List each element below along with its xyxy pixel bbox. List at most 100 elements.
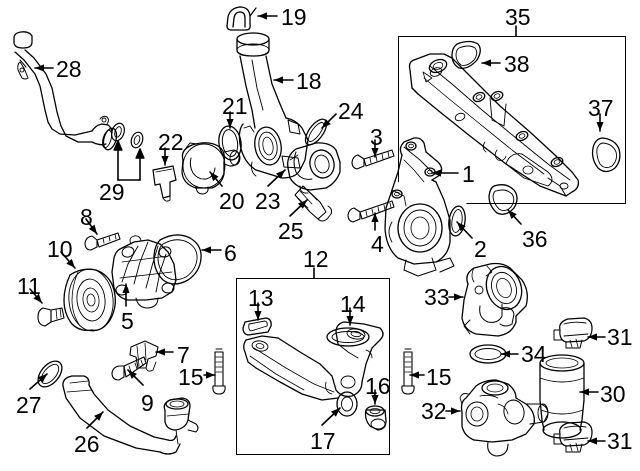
part-18-coolant-filler-neck (236, 32, 309, 179)
group-box-12 (236, 278, 390, 455)
part-29-o-ring-pair (111, 122, 144, 149)
arrowhead-14 (346, 316, 354, 325)
arrowhead-5 (122, 284, 130, 293)
callout-28: 28 (56, 56, 82, 82)
arrowhead-18 (274, 76, 283, 84)
part-10-water-pump-pulley (63, 268, 116, 332)
arrowhead-1 (432, 169, 441, 177)
arrowhead-6 (202, 246, 211, 254)
part-26-coolant-hose-lower (62, 375, 199, 455)
arrowhead-19 (258, 12, 267, 20)
arrowhead-8 (88, 224, 97, 234)
arrowhead-30 (580, 388, 589, 396)
arrowhead-24 (322, 119, 331, 128)
arrowhead-4 (371, 213, 379, 222)
part-28-coolant-tube-upper (13, 31, 118, 151)
callout-31-lower: 31 (607, 428, 633, 454)
callout-26: 26 (74, 431, 100, 457)
callout-18: 18 (296, 68, 322, 94)
callout-35: 35 (505, 4, 531, 30)
part-36-manifold-gasket (488, 184, 518, 215)
arrowhead-25 (297, 200, 307, 209)
callout-14: 14 (340, 291, 366, 317)
callout-32: 32 (421, 398, 447, 424)
arrowhead-2 (457, 222, 466, 232)
arrowhead-17 (330, 408, 340, 417)
callout-19: 19 (281, 4, 307, 30)
callout-13: 13 (248, 285, 274, 311)
callout-16: 16 (365, 373, 391, 399)
callout-4: 4 (371, 231, 384, 257)
callout-38: 38 (504, 51, 530, 77)
callout-8: 8 (80, 204, 93, 230)
part-9-hex-flange-bolt (111, 356, 147, 381)
callout-1: 1 (462, 161, 475, 187)
part-31-hose-clamp-upper (553, 317, 593, 349)
arrowhead-15b (410, 371, 419, 379)
callout-7: 7 (177, 342, 190, 368)
part-24-gasket-oval (304, 118, 328, 146)
callout-12: 12 (303, 246, 329, 272)
part-1-water-pump-housing (384, 137, 455, 277)
callout-23: 23 (255, 188, 281, 214)
part-17-o-ring-small (336, 391, 358, 417)
arrowhead-3 (371, 148, 379, 157)
arrowhead-33 (454, 293, 463, 301)
callout-37: 37 (588, 95, 614, 121)
arrowhead-10 (66, 258, 75, 268)
callout-11: 11 (17, 273, 41, 299)
callout-17: 17 (310, 428, 336, 454)
arrowhead-15 (206, 371, 215, 379)
part-15-long-through-bolt-right (401, 348, 415, 395)
part-19-retaining-clip (226, 6, 257, 31)
part-6-pump-gasket-ring (153, 234, 202, 285)
callout-15-right: 15 (426, 364, 452, 390)
part-12-inlet-bracket-group (242, 317, 387, 431)
arrowhead-28 (35, 64, 44, 72)
arrowhead-23 (275, 170, 285, 179)
arrowhead-13 (254, 311, 262, 320)
callout-24: 24 (338, 98, 364, 124)
callout-36: 36 (522, 226, 548, 252)
arrowhead-11 (33, 293, 42, 303)
leader-lines (29, 12, 606, 445)
callout-30: 30 (600, 381, 626, 407)
callout-29: 29 (99, 179, 125, 205)
part-21-o-ring-large (218, 125, 242, 161)
part-11-pulley-bolt (37, 307, 65, 327)
group-box-35 (398, 36, 626, 204)
callout-9: 9 (141, 390, 154, 416)
arrowhead-34 (501, 350, 510, 358)
part-20-thermostat-cover (181, 142, 241, 195)
callout-6: 6 (224, 240, 237, 266)
callout-15-left: 15 (178, 364, 204, 390)
arrowhead-22 (161, 156, 169, 165)
part-32-thermostat-housing-lower (459, 379, 549, 457)
part-37-manifold-gasket-right (591, 137, 621, 173)
callout-2: 2 (474, 236, 487, 262)
leader-29 (113, 140, 145, 181)
part-27-hose-seal-cap (37, 360, 63, 388)
part-22-bracket-tab (152, 165, 177, 202)
part-2-o-ring-seal (448, 205, 466, 237)
callout-5: 5 (121, 308, 134, 334)
callout-34: 34 (521, 341, 547, 367)
callout-33: 33 (424, 284, 450, 310)
callout-21: 21 (222, 93, 248, 119)
callout-27: 27 (16, 392, 42, 418)
part-13-bracket-seal-small (242, 317, 272, 336)
part-7-mounting-clip (129, 340, 159, 372)
arrowhead-32 (451, 407, 460, 415)
arrowhead-27 (37, 374, 47, 383)
callout-31-upper: 31 (607, 324, 633, 350)
part-8-hex-flange-bolt (84, 232, 121, 251)
part-23-coolant-outlet-housing (287, 142, 341, 194)
arrowhead-21 (226, 119, 234, 128)
callout-25: 25 (278, 218, 304, 244)
arrowhead-26 (94, 412, 103, 421)
part-3-flange-bolt-short (351, 149, 395, 170)
arrowhead-9 (128, 370, 137, 379)
callout-22: 22 (158, 129, 184, 155)
